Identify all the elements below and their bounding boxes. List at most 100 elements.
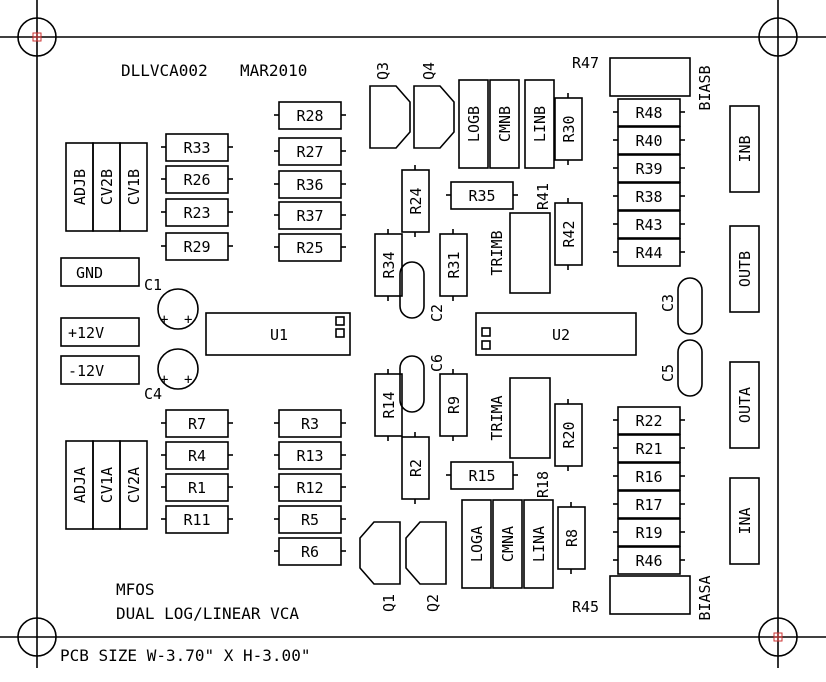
resistor-r12: R12 [274, 473, 346, 502]
header-adja: ADJA [65, 440, 94, 530]
transistor-q3: Q3 [369, 62, 411, 149]
svg-text:R48: R48 [635, 104, 662, 122]
svg-text:R27: R27 [296, 143, 323, 161]
header-logb: LOGB [458, 79, 489, 169]
svg-text:U2: U2 [552, 326, 570, 344]
resistor-r35: R35 [446, 181, 518, 210]
svg-text:Q2: Q2 [424, 594, 442, 612]
resistor-r16: R16 [613, 462, 685, 491]
capacitor-c4: ++C4 [144, 348, 199, 403]
svg-text:-12V: -12V [68, 362, 104, 380]
svg-text:R8: R8 [563, 529, 581, 547]
ic-u2: U2 [475, 312, 637, 356]
resistor-r40: R40 [613, 126, 685, 155]
trimmer-trimb: TRIMB [488, 212, 551, 294]
svg-text:R45: R45 [572, 598, 599, 616]
svg-text:R31: R31 [445, 251, 463, 278]
svg-text:LOGA: LOGA [468, 526, 486, 562]
terminal-minus12v: -12V [60, 355, 140, 385]
header-adjb: ADJB [65, 142, 94, 232]
resistor-r9: R9 [439, 369, 468, 441]
resistor-r13: R13 [274, 441, 346, 470]
svg-text:R19: R19 [635, 524, 662, 542]
resistor-r43: R43 [613, 210, 685, 239]
resistor-r28: R28 [274, 101, 346, 130]
svg-text:R7: R7 [188, 415, 206, 433]
svg-text:R24: R24 [407, 187, 425, 214]
svg-text:R21: R21 [635, 440, 662, 458]
svg-text:R22: R22 [635, 412, 662, 430]
transistor-q4: Q4 [413, 62, 455, 149]
svg-text:R2: R2 [407, 459, 425, 477]
resistor-r5: R5 [274, 505, 346, 534]
resistor-r41-label: R41 [534, 183, 552, 210]
resistor-r4: R4 [161, 441, 233, 470]
svg-text:R33: R33 [183, 139, 210, 157]
svg-text:R25: R25 [296, 239, 323, 257]
resistor-r18-label: R18 [534, 471, 552, 498]
svg-text:CV2B: CV2B [98, 169, 116, 205]
resistor-r1: R1 [161, 473, 233, 502]
resistor-r21: R21 [613, 434, 685, 463]
resistor-r34: R34 [374, 229, 403, 301]
resistor-r7: R7 [161, 409, 233, 438]
svg-text:INB: INB [736, 135, 754, 162]
svg-text:+: + [184, 372, 192, 388]
resistor-r19: R19 [613, 518, 685, 547]
svg-text:LOGB: LOGB [465, 106, 483, 142]
header-linb: LINB [524, 79, 555, 169]
svg-text:LINA: LINA [530, 526, 548, 562]
svg-text:INA: INA [736, 507, 754, 534]
resistor-r42: R42 [554, 198, 583, 270]
resistor-r6: R6 [274, 537, 346, 566]
resistor-r20: R20 [554, 399, 583, 471]
svg-text:U1: U1 [270, 326, 288, 344]
resistor-r46: R46 [613, 546, 685, 575]
trimmer-trima: TRIMA [488, 377, 551, 459]
svg-text:+: + [160, 312, 168, 328]
svg-text:+: + [184, 312, 192, 328]
svg-text:R28: R28 [296, 107, 323, 125]
resistor-r8: R8 [557, 502, 586, 574]
resistor-r27: R27 [274, 137, 346, 166]
resistor-r44: R44 [613, 238, 685, 267]
resistor-r23: R23 [161, 198, 233, 227]
svg-text:C6: C6 [428, 354, 446, 372]
header-loga: LOGA [461, 499, 492, 589]
header-cmna: CMNA [492, 499, 523, 589]
terminal-ina: INA [729, 477, 760, 565]
svg-text:R3: R3 [301, 415, 319, 433]
capacitor-c3: C3 [659, 277, 703, 335]
transistor-q1: Q1 [359, 521, 401, 612]
svg-text:R38: R38 [635, 188, 662, 206]
svg-text:CMNA: CMNA [499, 526, 517, 562]
svg-text:R17: R17 [635, 496, 662, 514]
header-cmnb: CMNB [489, 79, 520, 169]
terminal-outa: OUTA [729, 361, 760, 449]
header-cv2a: CV2A [119, 440, 148, 530]
svg-text:R15: R15 [468, 467, 495, 485]
board-date: MAR2010 [240, 61, 307, 80]
svg-text:R36: R36 [296, 176, 323, 194]
svg-text:R42: R42 [560, 220, 578, 247]
resistor-r24: R24 [401, 165, 430, 237]
transistor-q2: Q2 [405, 521, 447, 612]
svg-text:C3: C3 [659, 294, 677, 312]
resistor-r2: R2 [401, 432, 430, 504]
svg-text:R9: R9 [445, 396, 463, 414]
svg-text:R44: R44 [635, 244, 662, 262]
resistor-r39: R39 [613, 154, 685, 183]
svg-text:R6: R6 [301, 543, 319, 561]
svg-text:R18: R18 [534, 471, 552, 498]
resistor-r48: R48 [613, 98, 685, 127]
svg-text:C1: C1 [144, 276, 162, 294]
resistor-r22: R22 [613, 406, 685, 435]
resistor-r11: R11 [161, 505, 233, 534]
svg-text:Q4: Q4 [420, 62, 438, 80]
svg-text:BIASA: BIASA [696, 575, 714, 620]
resistor-r15: R15 [446, 461, 518, 490]
resistor-r38: R38 [613, 182, 685, 211]
svg-text:R46: R46 [635, 552, 662, 570]
